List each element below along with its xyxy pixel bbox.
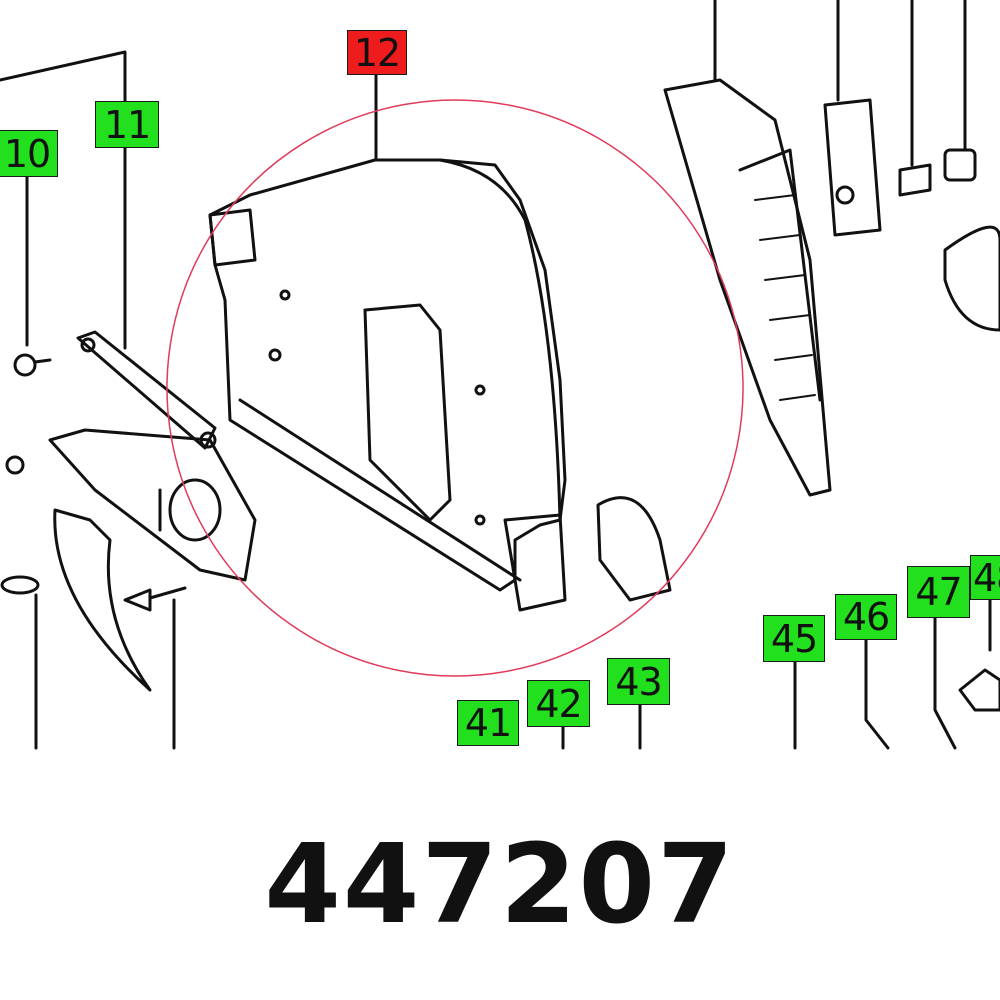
part-label-11[interactable]: 11 [95,101,159,148]
highlight-circle [166,99,744,677]
part-label-10[interactable]: 10 [0,130,58,177]
clamp-part [823,98,1000,712]
lever-part-11 [76,330,217,450]
curved-blade-part [53,508,152,692]
part-label-42[interactable]: 42 [527,680,590,727]
part-label-43[interactable]: 43 [607,658,670,705]
screw-part [0,353,187,612]
part-label-47[interactable]: 47 [907,566,970,618]
part-label-12[interactable]: 12 [347,30,407,75]
bracket-part [48,428,257,582]
part-label-46[interactable]: 46 [835,594,897,640]
part-label-41[interactable]: 41 [457,700,519,746]
scale-strip-part [663,78,832,497]
leader-lines [0,0,992,750]
part-label-45[interactable]: 45 [763,615,825,662]
blade-guard-part-12 [208,158,672,612]
part-number: 447207 [264,820,736,948]
part-label-48[interactable]: 48 [970,555,1000,600]
